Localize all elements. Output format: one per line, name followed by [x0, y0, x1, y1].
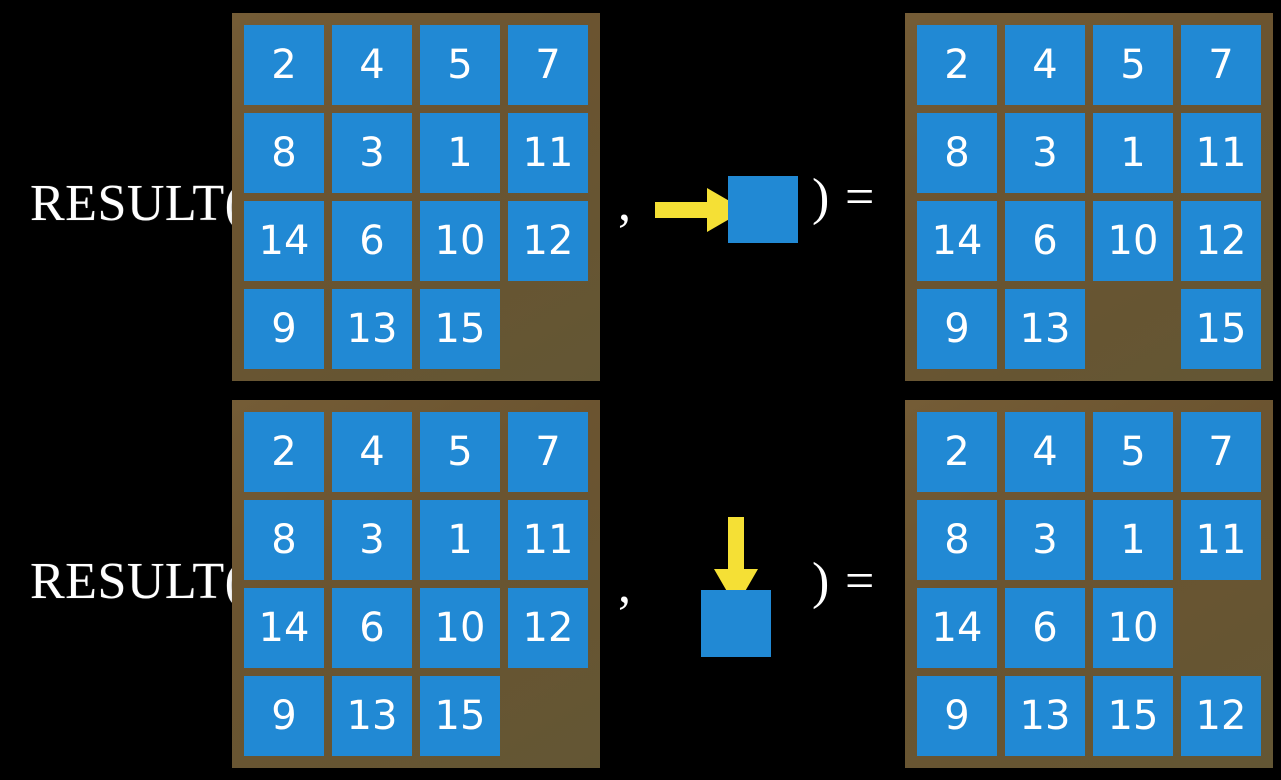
tile-empty[interactable]	[508, 676, 588, 756]
tile[interactable]: 10	[1093, 588, 1173, 668]
tile[interactable]: 13	[332, 289, 412, 369]
tile[interactable]: 7	[508, 25, 588, 105]
tile[interactable]: 2	[244, 25, 324, 105]
input-board-1[interactable]: 2 4 5 7 8 3 1 11 14 6 10 12 9 13 15	[232, 13, 600, 381]
tile[interactable]: 11	[508, 113, 588, 193]
tile[interactable]: 14	[244, 588, 324, 668]
tile[interactable]: 2	[917, 25, 997, 105]
board-grid: 2 4 5 7 8 3 1 11 14 6 10 12 9 13 15	[244, 412, 588, 756]
tile[interactable]: 11	[1181, 113, 1261, 193]
tile[interactable]: 8	[244, 500, 324, 580]
tile[interactable]: 7	[1181, 25, 1261, 105]
tile[interactable]: 15	[1181, 289, 1261, 369]
tile[interactable]: 15	[1093, 676, 1173, 756]
output-board-2[interactable]: 2 4 5 7 8 3 1 11 14 6 10 9 13 15 12	[905, 400, 1273, 768]
tile[interactable]: 10	[1093, 201, 1173, 281]
equals-sign-row-2: =	[845, 553, 875, 610]
tile[interactable]: 3	[332, 500, 412, 580]
tile[interactable]: 12	[508, 588, 588, 668]
tile[interactable]: 14	[244, 201, 324, 281]
tile[interactable]: 10	[420, 201, 500, 281]
tile[interactable]: 13	[332, 676, 412, 756]
tile[interactable]: 1	[1093, 113, 1173, 193]
tile[interactable]: 8	[917, 500, 997, 580]
tile[interactable]: 2	[244, 412, 324, 492]
tile-empty[interactable]	[508, 289, 588, 369]
tile[interactable]: 7	[1181, 412, 1261, 492]
tile[interactable]: 4	[1005, 25, 1085, 105]
close-paren-row-1: )	[812, 169, 830, 226]
action-blank-square-row-1[interactable]	[728, 176, 798, 243]
tile[interactable]: 14	[917, 201, 997, 281]
tile[interactable]: 11	[1181, 500, 1261, 580]
tile[interactable]: 11	[508, 500, 588, 580]
tile[interactable]: 1	[1093, 500, 1173, 580]
tile[interactable]: 4	[1005, 412, 1085, 492]
tile[interactable]: 9	[244, 676, 324, 756]
tile[interactable]: 9	[917, 676, 997, 756]
tile[interactable]: 15	[420, 289, 500, 369]
result-label-row-1: RESULT(	[30, 175, 243, 232]
tile[interactable]: 6	[332, 588, 412, 668]
tile[interactable]: 9	[917, 289, 997, 369]
equals-sign-row-1: =	[845, 169, 875, 226]
board-grid: 2 4 5 7 8 3 1 11 14 6 10 12 9 13 15	[917, 25, 1261, 369]
argument-separator-comma-row-1: ,	[618, 175, 631, 232]
board-grid: 2 4 5 7 8 3 1 11 14 6 10 9 13 15 12	[917, 412, 1261, 756]
tile[interactable]: 5	[1093, 25, 1173, 105]
result-label-row-2: RESULT(	[30, 553, 243, 610]
tile[interactable]: 13	[1005, 676, 1085, 756]
tile[interactable]: 15	[420, 676, 500, 756]
tile[interactable]: 2	[917, 412, 997, 492]
tile[interactable]: 12	[1181, 201, 1261, 281]
tile[interactable]: 6	[1005, 588, 1085, 668]
tile[interactable]: 5	[1093, 412, 1173, 492]
tile[interactable]: 3	[332, 113, 412, 193]
input-board-2[interactable]: 2 4 5 7 8 3 1 11 14 6 10 12 9 13 15	[232, 400, 600, 768]
tile[interactable]: 10	[420, 588, 500, 668]
tile[interactable]: 5	[420, 25, 500, 105]
tile-empty[interactable]	[1181, 588, 1261, 668]
close-paren-row-2: )	[812, 553, 830, 610]
board-grid: 2 4 5 7 8 3 1 11 14 6 10 12 9 13 15	[244, 25, 588, 369]
tile[interactable]: 5	[420, 412, 500, 492]
action-blank-square-row-2[interactable]	[701, 590, 771, 657]
arrow-down-icon	[714, 517, 758, 607]
argument-separator-comma-row-2: ,	[618, 557, 631, 614]
tile[interactable]: 3	[1005, 113, 1085, 193]
tile[interactable]: 14	[917, 588, 997, 668]
tile[interactable]: 4	[332, 412, 412, 492]
tile[interactable]: 6	[332, 201, 412, 281]
tile[interactable]: 4	[332, 25, 412, 105]
output-board-1[interactable]: 2 4 5 7 8 3 1 11 14 6 10 12 9 13 15	[905, 13, 1273, 381]
tile[interactable]: 8	[917, 113, 997, 193]
tile[interactable]: 12	[508, 201, 588, 281]
tile[interactable]: 1	[420, 113, 500, 193]
arrow-right-icon	[655, 188, 745, 232]
tile[interactable]: 6	[1005, 201, 1085, 281]
tile[interactable]: 9	[244, 289, 324, 369]
tile[interactable]: 13	[1005, 289, 1085, 369]
tile-empty[interactable]	[1093, 289, 1173, 369]
tile[interactable]: 3	[1005, 500, 1085, 580]
tile[interactable]: 7	[508, 412, 588, 492]
tile[interactable]: 12	[1181, 676, 1261, 756]
tile[interactable]: 8	[244, 113, 324, 193]
tile[interactable]: 1	[420, 500, 500, 580]
